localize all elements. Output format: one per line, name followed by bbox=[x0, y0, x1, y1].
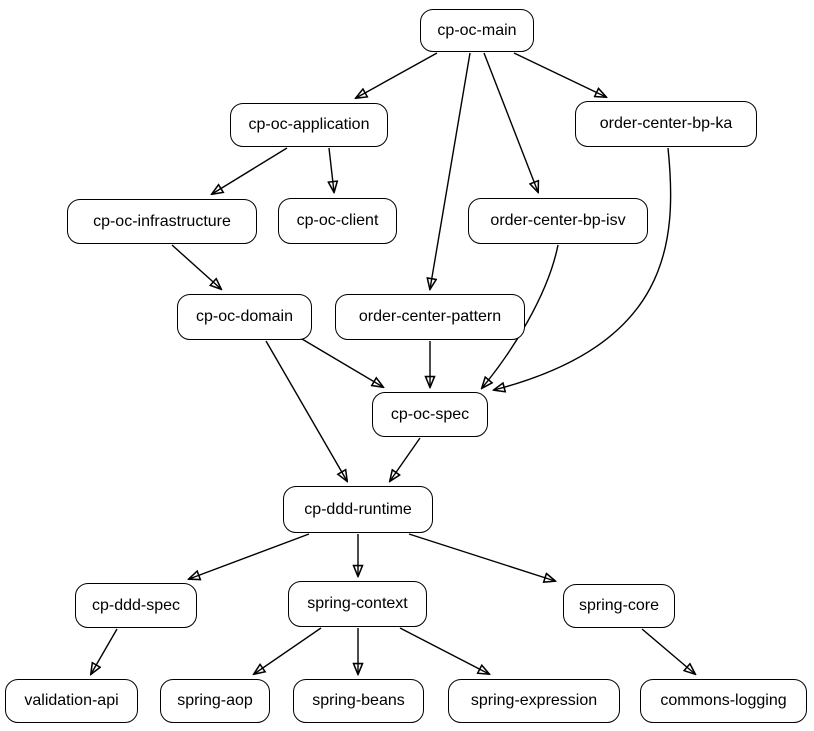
node-label: cp-oc-domain bbox=[196, 308, 293, 325]
edge-cp-oc-main-to-order-center-bp-isv bbox=[483, 52, 538, 192]
edge-cp-oc-main-to-order-center-bp-ka bbox=[513, 52, 606, 97]
edge-cp-oc-application-to-cp-oc-client bbox=[329, 147, 334, 192]
node-validation-api: validation-api bbox=[5, 679, 138, 723]
edge-spring-context-to-spring-aop bbox=[254, 627, 322, 674]
edge-cp-oc-main-to-order-center-pattern bbox=[430, 52, 471, 289]
node-label: spring-expression bbox=[470, 692, 598, 709]
node-label: spring-aop bbox=[177, 692, 253, 709]
node-cp-ddd-runtime: cp-ddd-runtime bbox=[283, 486, 433, 533]
node-label: spring-core bbox=[578, 597, 660, 614]
node-label: cp-oc-client bbox=[296, 212, 379, 229]
node-label: cp-oc-infrastructure bbox=[93, 212, 231, 230]
node-cp-oc-spec: cp-oc-spec bbox=[372, 392, 488, 437]
node-label: cp-ddd-runtime bbox=[304, 500, 412, 518]
node-spring-beans: spring-beans bbox=[293, 679, 424, 723]
edge-cp-ddd-runtime-to-spring-core bbox=[408, 533, 555, 581]
edge-spring-core-to-commons-logging bbox=[641, 628, 695, 674]
node-cp-oc-infrastructure: cp-oc-infrastructure bbox=[67, 199, 257, 244]
node-order-center-bp-ka: order-center-bp-ka bbox=[575, 101, 757, 147]
node-cp-oc-application: cp-oc-application bbox=[230, 103, 388, 147]
node-label: order-center-bp-ka bbox=[599, 115, 733, 132]
edge-spring-context-to-spring-expression bbox=[399, 627, 489, 674]
node-cp-oc-main: cp-oc-main bbox=[420, 9, 534, 52]
node-label: cp-ddd-spec bbox=[91, 596, 181, 614]
node-label: cp-oc-spec bbox=[390, 405, 470, 423]
edge-cp-oc-domain-to-cp-oc-spec bbox=[301, 338, 383, 387]
edge-cp-oc-domain-to-cp-ddd-runtime bbox=[265, 340, 347, 481]
node-cp-ddd-spec: cp-ddd-spec bbox=[75, 583, 197, 628]
node-spring-core: spring-core bbox=[563, 584, 675, 628]
node-cp-oc-client: cp-oc-client bbox=[278, 198, 397, 244]
node-label: validation-api bbox=[24, 692, 119, 709]
node-label: spring-beans bbox=[312, 692, 405, 709]
edge-order-center-bp-ka-to-cp-oc-spec bbox=[494, 147, 672, 390]
node-spring-aop: spring-aop bbox=[160, 679, 270, 723]
edge-cp-oc-infrastructure-to-cp-oc-domain bbox=[171, 244, 221, 289]
node-label: order-center-bp-isv bbox=[490, 212, 626, 229]
node-spring-context: spring-context bbox=[288, 581, 427, 627]
node-label: spring-context bbox=[307, 595, 408, 612]
edge-cp-ddd-spec-to-validation-api bbox=[91, 628, 118, 674]
node-label: cp-oc-application bbox=[248, 116, 370, 133]
node-label: cp-oc-main bbox=[437, 21, 517, 39]
node-label: commons-logging bbox=[660, 692, 787, 709]
node-commons-logging: commons-logging bbox=[640, 679, 807, 723]
node-cp-oc-domain: cp-oc-domain bbox=[177, 294, 312, 340]
node-spring-expression: spring-expression bbox=[448, 679, 620, 723]
edge-cp-oc-application-to-cp-oc-infrastructure bbox=[212, 147, 288, 194]
node-order-center-bp-isv: order-center-bp-isv bbox=[468, 198, 648, 244]
edge-order-center-bp-isv-to-cp-oc-spec bbox=[482, 244, 559, 388]
node-label: order-center-pattern bbox=[358, 308, 502, 325]
edge-cp-oc-main-to-cp-oc-application bbox=[356, 52, 438, 98]
edge-cp-oc-spec-to-cp-ddd-runtime bbox=[390, 437, 421, 481]
node-order-center-pattern: order-center-pattern bbox=[335, 294, 525, 340]
edge-cp-ddd-runtime-to-cp-ddd-spec bbox=[189, 533, 310, 579]
